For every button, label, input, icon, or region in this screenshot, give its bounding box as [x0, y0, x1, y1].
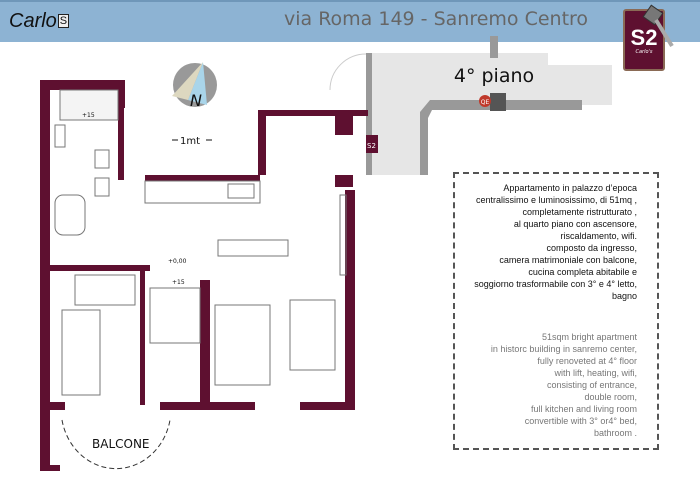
- fixtures: [54, 89, 347, 396]
- logo-code: S2: [630, 25, 658, 50]
- brand-badge: S: [57, 14, 70, 28]
- description-italian: Appartamento in palazzo d’epoca centrali…: [461, 182, 637, 302]
- s2-logo: S2 Carlo's: [623, 9, 665, 71]
- walls: [40, 80, 368, 471]
- description-box: Appartamento in palazzo d’epoca centrali…: [453, 172, 659, 450]
- en-line: with lift, heating, wifi,: [554, 368, 637, 378]
- en-line: double room,: [584, 392, 637, 402]
- en-line: in historc building in sanremo center,: [490, 344, 637, 354]
- key-icon: [642, 4, 674, 48]
- it-line: bagno: [611, 291, 637, 301]
- address-title: via Roma 149 - Sanremo Centro: [284, 8, 589, 30]
- it-line: composto da ingresso,: [546, 243, 637, 253]
- compass-label: N: [190, 91, 202, 110]
- compass-icon: N: [172, 62, 217, 110]
- level-living: +15: [172, 279, 185, 286]
- en-line: full kitchen and living room: [530, 404, 637, 414]
- description-english: 51sqm bright apartment in historc buildi…: [461, 331, 637, 439]
- door-badge-icon: [366, 135, 378, 153]
- it-line: riscaldamento, wifi.: [560, 231, 637, 241]
- brand-name: Carlo: [9, 10, 57, 32]
- it-line: camera matrimoniale con balcone,: [499, 255, 637, 265]
- it-line: soggiorno trasformabile con 3° e 4° lett…: [474, 279, 637, 289]
- balcony-label: BALCONE: [92, 437, 150, 451]
- en-line: bathroom .: [593, 428, 637, 438]
- en-line: fully renoveted at 4° floor: [537, 356, 637, 366]
- it-line: al quarto piano con ascensore,: [513, 219, 637, 229]
- en-line: 51sqm bright apartment: [541, 332, 637, 342]
- logo-sub: Carlo's: [635, 49, 653, 55]
- floor-label: 4° piano: [454, 65, 534, 87]
- it-line: completamente ristrutturato ,: [522, 207, 637, 217]
- scale-label: 1mt: [180, 136, 200, 147]
- landing-area: [366, 53, 612, 175]
- lift-shaft: [490, 93, 506, 111]
- en-line: convertible with 3° or4° bed,: [524, 416, 637, 426]
- level-bath: +15: [82, 112, 95, 119]
- lift-label: QE: [481, 99, 490, 106]
- lift-icon: [479, 95, 491, 107]
- it-line: centralissimo e luminosissimo, di 51mq ,: [475, 195, 637, 205]
- en-line: consisting of entrance,: [546, 380, 637, 390]
- level-entry: +0,00: [168, 258, 187, 265]
- door-badge: S2: [367, 142, 376, 150]
- it-line: cucina completa abitabile e: [528, 267, 637, 277]
- it-line: Appartamento in palazzo d’epoca: [503, 183, 637, 193]
